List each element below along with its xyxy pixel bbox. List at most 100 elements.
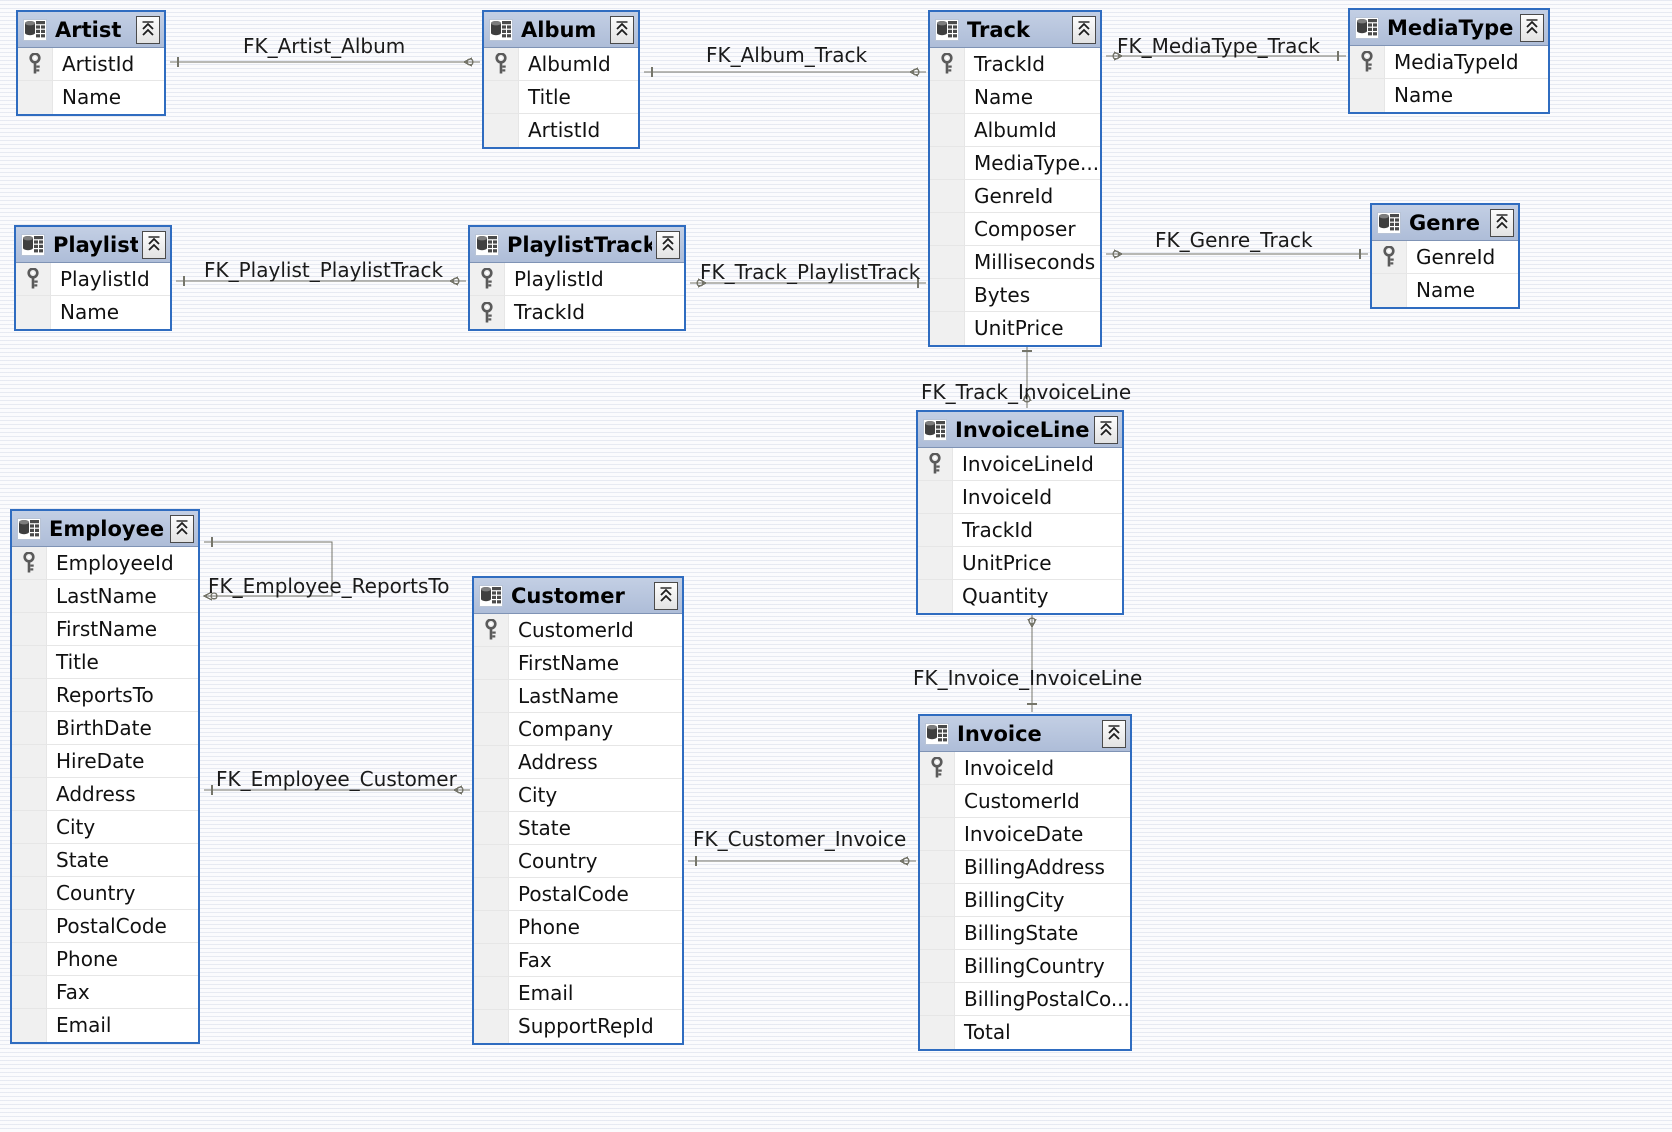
relationship-label-fk-album-track[interactable]: FK_Album_Track [706,43,868,67]
field-row[interactable]: TrackId [930,48,1100,81]
field-row[interactable]: InvoiceLineId [918,448,1122,481]
field-row[interactable]: PlaylistId [470,263,684,296]
field-row[interactable]: CustomerId [474,614,682,647]
field-row[interactable]: Name [1372,274,1518,307]
field-row[interactable]: Milliseconds [930,246,1100,279]
collapse-button-customer[interactable] [654,581,678,610]
collapse-button-artist[interactable] [136,15,160,44]
field-row[interactable]: ArtistId [18,48,164,81]
field-row[interactable]: Total [920,1016,1130,1049]
field-row[interactable]: GenreId [930,180,1100,213]
field-row[interactable]: City [12,811,198,844]
table-header-invoiceline[interactable]: InvoiceLine [918,412,1122,448]
field-row[interactable]: Name [16,296,170,329]
field-row[interactable]: HireDate [12,745,198,778]
relationship-label-fk-customer-invoice[interactable]: FK_Customer_Invoice [693,827,907,851]
table-header-track[interactable]: Track [930,12,1100,48]
field-row[interactable]: City [474,779,682,812]
collapse-button-playlisttrack[interactable] [656,230,680,259]
field-row[interactable]: BillingCity [920,884,1130,917]
collapse-button-genre[interactable] [1490,208,1514,237]
relationship-label-fk-track-playlisttrack[interactable]: FK_Track_PlaylistTrack [700,260,921,284]
field-row[interactable]: State [12,844,198,877]
field-row[interactable]: UnitPrice [918,547,1122,580]
relationship-label-fk-employee-customer[interactable]: FK_Employee_Customer [216,767,457,791]
field-row[interactable]: BillingCountry [920,950,1130,983]
field-row[interactable]: Phone [12,943,198,976]
field-row[interactable]: Name [1350,79,1548,112]
field-row[interactable]: InvoiceId [918,481,1122,514]
field-row[interactable]: Bytes [930,279,1100,312]
field-row[interactable]: Title [12,646,198,679]
field-row[interactable]: LastName [12,580,198,613]
field-row[interactable]: Phone [474,911,682,944]
field-row[interactable]: TrackId [918,514,1122,547]
table-header-playlist[interactable]: Playlist [16,227,170,263]
collapse-button-invoice[interactable] [1102,719,1126,748]
field-row[interactable]: TrackId [470,296,684,329]
field-row[interactable]: State [474,812,682,845]
field-row[interactable]: BillingState [920,917,1130,950]
field-row[interactable]: PostalCode [12,910,198,943]
field-row[interactable]: PostalCode [474,878,682,911]
field-row[interactable]: Fax [12,976,198,1009]
table-header-playlisttrack[interactable]: PlaylistTrack [470,227,684,263]
field-row[interactable]: InvoiceId [920,752,1130,785]
field-row[interactable]: Email [474,977,682,1010]
field-row[interactable]: BillingAddress [920,851,1130,884]
field-row[interactable]: MediaTypeId [1350,46,1548,79]
field-row[interactable]: Company [474,713,682,746]
field-row[interactable]: FirstName [474,647,682,680]
field-row[interactable]: Title [484,81,638,114]
relationship-label-fk-employee-reportsto[interactable]: FK_Employee_ReportsTo [208,574,450,598]
field-row[interactable]: BirthDate [12,712,198,745]
collapse-button-employee[interactable] [170,514,194,543]
field-row[interactable]: Name [930,81,1100,114]
field-row[interactable]: BillingPostalCo... [920,983,1130,1016]
field-row[interactable]: SupportRepId [474,1010,682,1043]
field-row[interactable]: ArtistId [484,114,638,147]
collapse-button-mediatype[interactable] [1520,13,1544,42]
relationship-label-fk-invoice-invoiceline[interactable]: FK_Invoice_InvoiceLine [913,666,1143,690]
field-row[interactable]: UnitPrice [930,312,1100,345]
table-header-invoice[interactable]: Invoice [920,716,1130,752]
relationship-label-fk-genre-track[interactable]: FK_Genre_Track [1155,228,1313,252]
relationship-label-fk-artist-album[interactable]: FK_Artist_Album [243,34,406,58]
field-row[interactable]: Country [474,845,682,878]
field-row[interactable]: InvoiceDate [920,818,1130,851]
relationship-label-fk-playlist-playlisttrack[interactable]: FK_Playlist_PlaylistTrack [204,258,444,282]
field-row[interactable]: LastName [474,680,682,713]
field-row[interactable]: Address [12,778,198,811]
collapse-button-invoiceline[interactable] [1094,415,1118,444]
table-header-customer[interactable]: Customer [474,578,682,614]
table-header-genre[interactable]: Genre [1372,205,1518,241]
field-row[interactable]: EmployeeId [12,547,198,580]
field-row[interactable]: PlaylistId [16,263,170,296]
field-row[interactable]: ReportsTo [12,679,198,712]
field-row[interactable]: CustomerId [920,785,1130,818]
field-row[interactable]: Composer [930,213,1100,246]
relationship-label-fk-mediatype-track[interactable]: FK_MediaType_Track [1117,34,1320,58]
table-header-employee[interactable]: Employee [12,511,198,547]
relationship-label-fk-track-invoiceline[interactable]: FK_Track_InvoiceLine [921,380,1132,404]
field-row[interactable]: Quantity [918,580,1122,613]
collapse-button-playlist[interactable] [142,230,166,259]
field-row[interactable]: Fax [474,944,682,977]
field-row[interactable]: GenreId [1372,241,1518,274]
table-header-album[interactable]: Album [484,12,638,48]
field-row[interactable]: FirstName [12,613,198,646]
field-row[interactable]: Country [12,877,198,910]
field-row[interactable]: AlbumId [930,114,1100,147]
